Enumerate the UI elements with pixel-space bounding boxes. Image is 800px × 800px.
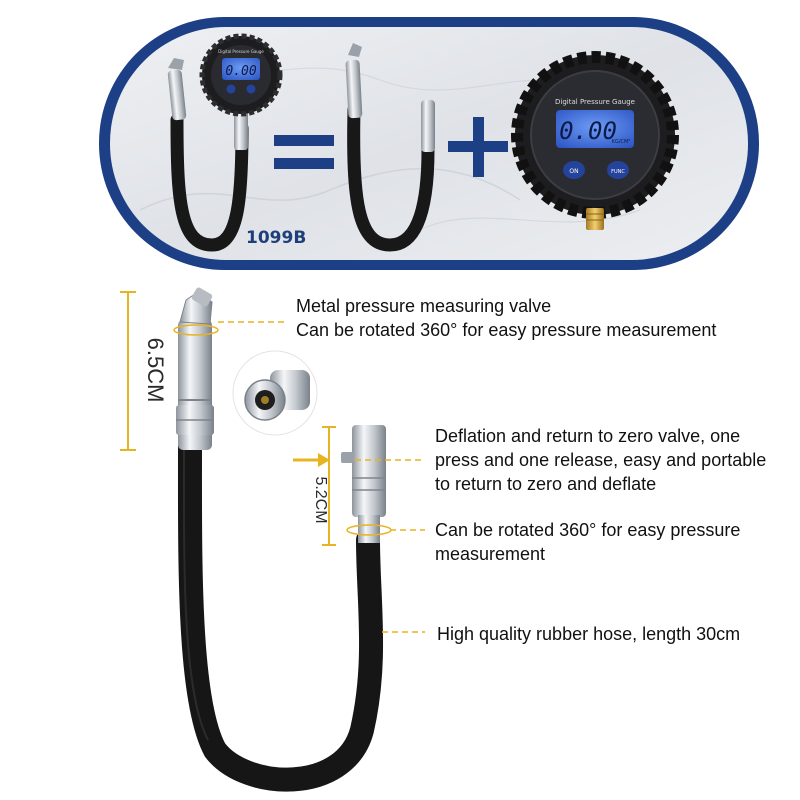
deflation-valve-head: [341, 425, 392, 543]
deflate-length-label: 5.2CM: [312, 476, 329, 523]
valve-closeup: [232, 350, 318, 436]
deflate-button: [341, 452, 354, 463]
lcd-display-small: [222, 58, 260, 80]
plus-sign: [448, 117, 508, 177]
hose-only: [345, 43, 435, 252]
callout-rotate: Can be rotated 360° for easy pressure me…: [435, 518, 740, 566]
callout-deflation: Deflation and return to zero valve, one …: [435, 424, 766, 496]
dimension-5-2cm: [322, 426, 336, 546]
func-button-label: FUNC: [611, 169, 625, 175]
callout-deflation-line-2: press and one release, easy and portable: [435, 450, 767, 470]
assembled-gauge-unit: 0.00 Digital Pressure Gauge: [167, 33, 283, 252]
digital-gauge-large: Digital Pressure Gauge 0.00 KG/CM² ON FU…: [511, 51, 679, 230]
model-number: 1099B: [246, 228, 307, 248]
callout-rotate-line-1: Can be rotated 360° for easy pressure: [435, 520, 741, 540]
callout-deflation-line-1: Deflation and return to zero valve, one: [435, 426, 741, 446]
on-button: [563, 161, 585, 179]
gauge-title: Digital Pressure Gauge: [555, 98, 635, 106]
top-panel: 0.00 Digital Pressure Gauge: [99, 17, 759, 270]
callout-valve-line-2: Can be rotated 360° for easy pressure me…: [296, 320, 717, 340]
on-button-small: [226, 84, 236, 94]
callout-rotate-line-2: measurement: [435, 544, 546, 564]
func-button: [607, 161, 629, 179]
dimension-6-5cm: [120, 291, 136, 451]
deflate-arrow: [293, 453, 330, 467]
callout-deflation-line-3: to return to zero and deflate: [435, 474, 657, 494]
callout-valve-line-1: Metal pressure measuring valve: [296, 296, 552, 316]
valve-length-label: 6.5CM: [143, 338, 168, 403]
callout-hose: High quality rubber hose, length 30cm: [437, 622, 740, 646]
metal-pressure-valve: [173, 287, 219, 450]
gauge-reading: 0.00: [559, 117, 617, 145]
rubber-hose: [177, 428, 384, 792]
brass-connector: [586, 208, 604, 230]
gauge-reading-small: 0.00: [225, 64, 256, 79]
callout-leaders: [218, 321, 425, 633]
equals-sign: [274, 135, 334, 169]
func-button-small: [246, 84, 256, 94]
callout-valve: Metal pressure measuring valve Can be ro…: [296, 294, 716, 342]
on-button-label: ON: [569, 168, 578, 175]
callout-hose-line-1: High quality rubber hose, length 30cm: [437, 624, 741, 644]
gauge-unit: KG/CM²: [612, 139, 631, 145]
gauge-title-small: Digital Pressure Gauge: [218, 49, 264, 54]
lcd-display: [556, 110, 634, 148]
